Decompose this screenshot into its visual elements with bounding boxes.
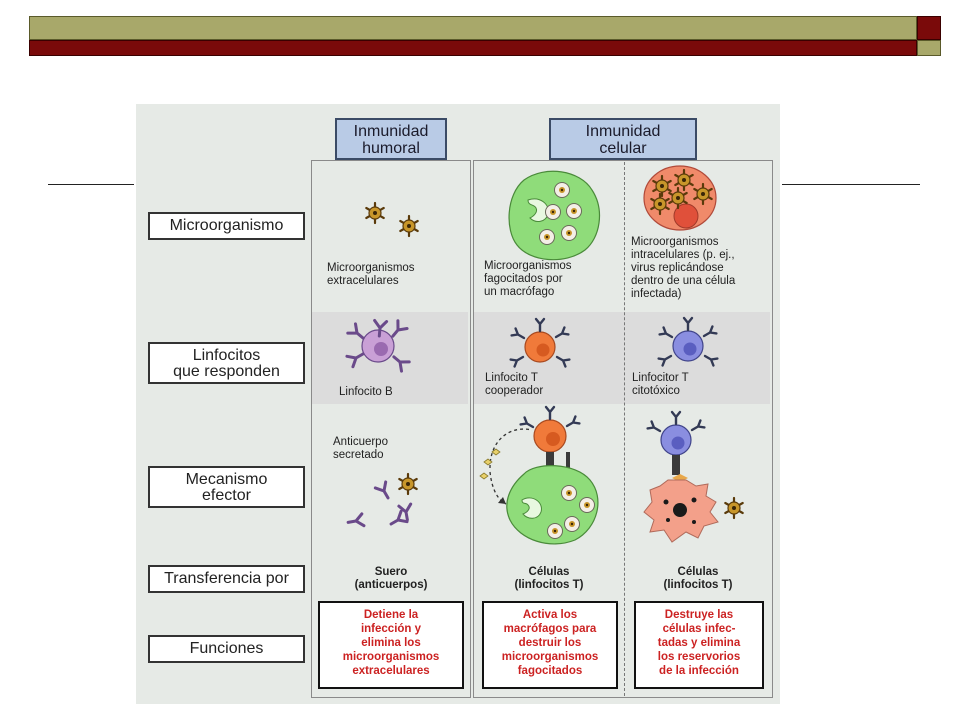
cytotoxic-t-killing: [643, 410, 744, 543]
title-bar-top: [29, 16, 917, 40]
text-linfocito-b: Linfocito B: [339, 386, 393, 398]
row-label-funciones: Funciones: [148, 635, 305, 663]
macrophage-cell: [508, 170, 600, 261]
title-bar-bottom: [29, 40, 917, 56]
text-microorganismos-extracelulares: Microorganismos extracelulares: [327, 262, 415, 287]
text-transferencia-suero: Suero (anticuerpos): [354, 566, 428, 591]
column-celular: [473, 160, 773, 698]
slide-rule-left: [48, 184, 134, 185]
extracellular-microbe-1: [365, 201, 385, 225]
column-divider-celular: [624, 162, 625, 696]
text-microorganismos-fagocitados: Microorganismos fagocitados por un macró…: [484, 260, 572, 298]
helper-t-activation: [479, 405, 599, 545]
b-lymphocyte: [345, 319, 411, 373]
function-box-cooperador: Activa los macrófagos para destruir los …: [482, 601, 618, 689]
text-transferencia-celulas-cooperador: Células (linfocitos T): [514, 566, 584, 591]
infected-cell-top: [643, 165, 717, 231]
header-inmunidad-celular: Inmunidad celular: [549, 118, 697, 160]
title-bar-bottom-square: [917, 40, 941, 56]
extracellular-microbe-2: [399, 214, 419, 238]
header-inmunidad-humoral: Inmunidad humoral: [335, 118, 447, 160]
title-bar-top-square: [917, 16, 941, 40]
text-linfocito-t-citotoxico: Linfocitor T citotóxico: [632, 372, 689, 397]
function-box-humoral: Detiene la infección y elimina los micro…: [318, 601, 464, 689]
text-linfocito-t-cooperador: Linfocito T cooperador: [485, 372, 544, 397]
row-label-linfocitos: Linfocitos que responden: [148, 342, 305, 384]
slide-rule-right: [782, 184, 920, 185]
text-anticuerpo-secretado: Anticuerpo secretado: [333, 436, 388, 461]
row-label-microorganismo: Microorganismo: [148, 212, 305, 240]
row-label-mecanismo: Mecanismo efector: [148, 466, 305, 508]
text-transferencia-celulas-citotoxico: Células (linfocitos T): [663, 566, 733, 591]
cytotoxic-t-lymphocyte: [657, 316, 719, 367]
helper-t-lymphocyte: [509, 317, 571, 368]
function-box-citotoxico: Destruye las células infec- tadas y elim…: [634, 601, 764, 689]
column-humoral: [311, 160, 471, 698]
row-label-transferencia: Transferencia por: [148, 565, 305, 593]
secreted-antibodies: [345, 472, 418, 531]
text-microorganismos-intracelulares: Microorganismos intracelulares (p. ej., …: [631, 236, 736, 300]
lymphocyte-band-humoral: [312, 312, 468, 404]
